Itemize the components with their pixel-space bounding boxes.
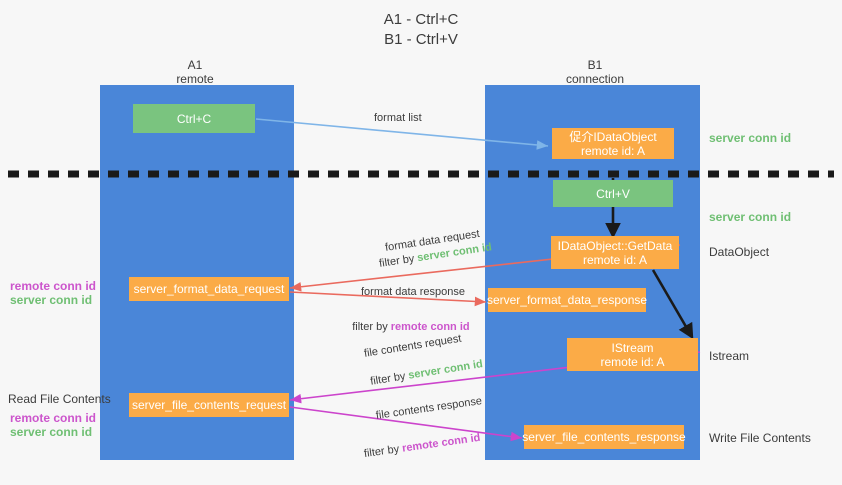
arrow-getdata-to-istream [651,269,694,340]
filter-value-remote-conn-id: remote conn id [401,431,482,455]
annotation-dataobject: DataObject [709,245,770,259]
node-ctrl-c[interactable]: Ctrl+C [133,104,255,133]
annotation-server-conn-id-2: server conn id [10,425,93,439]
annotation-read-file-contents: Read File Contents [8,392,111,406]
annotation-server-conn-id-1: server conn id [10,293,93,307]
node-server-file-contents-response[interactable]: server_file_contents_response [522,425,686,449]
node-server-format-data-request[interactable]: server_format_data_request [129,277,289,301]
lane-header-b1: B1 connection [565,58,625,86]
annotation-write-file-contents: Write File Contents [709,431,811,445]
filter-prefix: filter by [352,321,391,333]
node-istream[interactable]: IStream remote id: A [567,338,698,371]
page-title: A1 - Ctrl+C B1 - Ctrl+V [383,11,459,48]
filter-prefix: filter by [378,252,419,270]
node-server-file-contents-request[interactable]: server_file_contents_request [129,393,289,417]
filter-value-server-conn-id: server conn id [416,241,493,265]
edge-label-format-data-response: format data response [361,286,465,298]
annotation-istream: Istream [709,349,750,363]
annotation-server-conn-id-top: server conn id [709,131,792,145]
filter-prefix: filter by [369,369,410,388]
arrow-file-contents-response [289,406,523,442]
edge-label-format-data-response-filter: filter by remote conn id [340,306,470,348]
arrow-format-data-response [289,291,487,307]
filter-value-remote-conn-id: remote conn id [390,321,470,333]
node-ctrl-v[interactable]: Ctrl+V [553,180,673,207]
annotation-remote-conn-id-2: remote conn id [10,411,97,425]
annotation-server-conn-id-mid: server conn id [709,210,792,224]
node-idataobject[interactable]: 促介IDataObject remote id: A [552,128,674,159]
filter-prefix: filter by [363,442,404,461]
annotation-remote-conn-id-1: remote conn id [10,279,97,293]
lane-header-a1: A1 remote [176,58,214,86]
node-server-format-data-response[interactable]: server_format_data_response [487,288,647,312]
arrow-format-list [255,118,549,150]
filter-value-server-conn-id: server conn id [407,358,484,382]
node-idataobject-getdata[interactable]: IDataObject::GetData remote id: A [551,236,679,269]
edge-label-format-list: format list [374,112,422,124]
